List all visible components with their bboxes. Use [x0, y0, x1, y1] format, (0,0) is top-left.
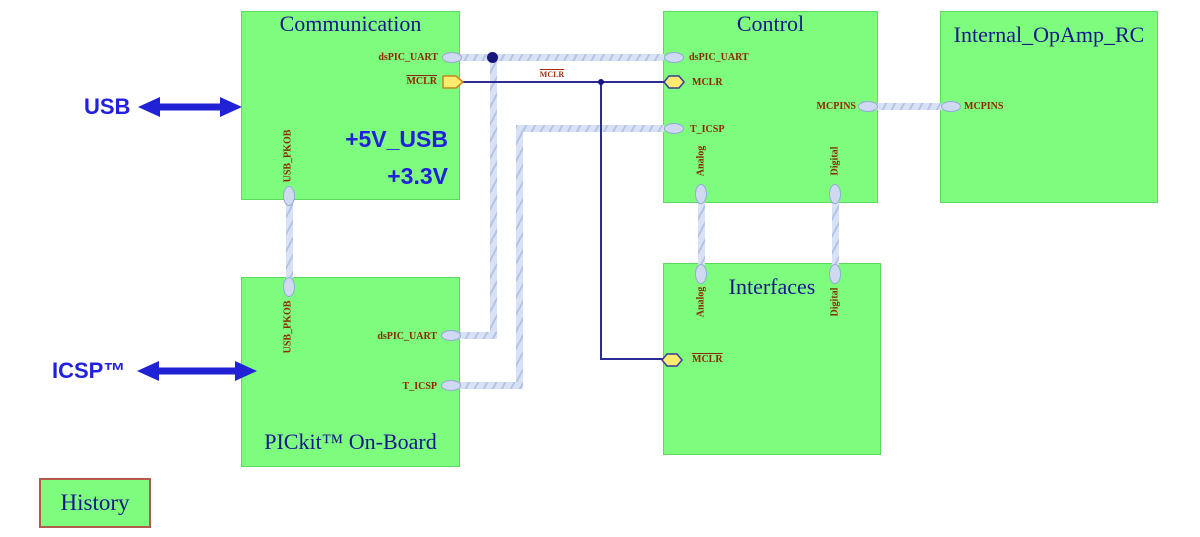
port-label-interfaces-analog: Analog: [695, 286, 707, 318]
port-label-communication-dspic-uart: dsPIC_UART: [378, 52, 438, 63]
net-label-plus3v3: +3.3V: [387, 163, 448, 189]
bus-t-icsp-to-pickit[interactable]: [450, 382, 523, 389]
block-interfaces[interactable]: [663, 263, 881, 455]
port-control-dspic-uart[interactable]: [664, 52, 684, 63]
port-interfaces-digital[interactable]: [829, 264, 841, 284]
port-communication-dspic-uart[interactable]: [442, 52, 462, 63]
external-label-icsp: ICSP™: [52, 358, 126, 383]
port-label-control-digital: Digital: [829, 146, 841, 176]
block-title-communication: Communication: [279, 11, 422, 36]
wire-mclr-horizontal[interactable]: [460, 81, 664, 83]
block-internal-opamp-rc[interactable]: [940, 11, 1158, 203]
port-label-control-analog: Analog: [695, 145, 707, 177]
wire-mclr-vertical[interactable]: [600, 82, 602, 360]
bus-usb-pkob[interactable]: [286, 198, 293, 278]
block-title-control: Control: [736, 11, 805, 36]
port-pickit-usb-pkob[interactable]: [283, 277, 295, 297]
usb-bidirectional-arrow-icon: [137, 96, 243, 123]
port-communication-usb-pkob[interactable]: [283, 186, 295, 206]
bus-dspic-uart-top[interactable]: [458, 54, 664, 61]
port-label-interfaces-mclr: MCLR: [692, 354, 723, 365]
port-label-communication-usb-pkob: USB_PKOB: [282, 129, 294, 183]
port-label-communication-mclr: MCLR: [406, 76, 437, 87]
port-opamp-mcpins[interactable]: [941, 101, 961, 112]
port-label-interfaces-digital: Digital: [829, 287, 841, 317]
port-communication-mclr[interactable]: [442, 75, 465, 94]
port-control-t-icsp[interactable]: [664, 123, 684, 134]
block-title-pickit-on-board: PICkit™ On-Board: [264, 429, 437, 454]
block-communication[interactable]: [241, 11, 460, 200]
port-label-control-mclr: MCLR: [692, 77, 723, 88]
bus-dspic-uart-vertical[interactable]: [490, 54, 497, 336]
net-label-mclr: MCLR: [539, 70, 565, 79]
port-label-control-t-icsp: T_ICSP: [690, 124, 725, 135]
block-title-interfaces: Interfaces: [728, 274, 816, 299]
bus-t-icsp-top[interactable]: [516, 125, 664, 132]
port-control-analog[interactable]: [695, 184, 707, 204]
port-control-mcpins[interactable]: [858, 101, 878, 112]
bus-t-icsp-vertical[interactable]: [516, 125, 523, 387]
bus-digital[interactable]: [832, 200, 839, 265]
port-label-pickit-dspic-uart: dsPIC_UART: [377, 331, 437, 342]
bus-mcpins[interactable]: [876, 103, 942, 110]
block-title-internal-opamp-rc: Internal_OpAmp_RC: [953, 22, 1145, 47]
port-control-digital[interactable]: [829, 184, 841, 204]
junction-dot-dspic-uart: [487, 52, 498, 63]
block-pickit-on-board[interactable]: [241, 277, 460, 467]
bus-dspic-uart-to-pickit[interactable]: [450, 332, 497, 339]
port-interfaces-mclr[interactable]: [661, 353, 683, 372]
port-interfaces-analog[interactable]: [695, 264, 707, 284]
bus-analog[interactable]: [698, 200, 705, 265]
history-box[interactable]: History: [39, 478, 151, 528]
wire-mclr-to-interfaces[interactable]: [600, 358, 664, 360]
port-pickit-t-icsp[interactable]: [441, 380, 461, 391]
net-label-plus5v-usb: +5V_USB: [345, 126, 448, 152]
block-control[interactable]: [663, 11, 878, 203]
external-label-usb: USB: [84, 94, 131, 119]
port-label-control-dspic-uart: dsPIC_UART: [689, 52, 749, 63]
port-pickit-dspic-uart[interactable]: [441, 330, 461, 341]
port-label-pickit-usb-pkob: USB_PKOB: [282, 300, 294, 354]
junction-dot-mclr: [598, 79, 604, 85]
icsp-bidirectional-arrow-icon: [136, 360, 258, 387]
port-label-control-mcpins: MCPINS: [816, 101, 856, 112]
port-label-opamp-mcpins: MCPINS: [964, 101, 1004, 112]
port-control-mclr[interactable]: [663, 75, 685, 94]
port-label-pickit-t-icsp: T_ICSP: [402, 381, 437, 392]
